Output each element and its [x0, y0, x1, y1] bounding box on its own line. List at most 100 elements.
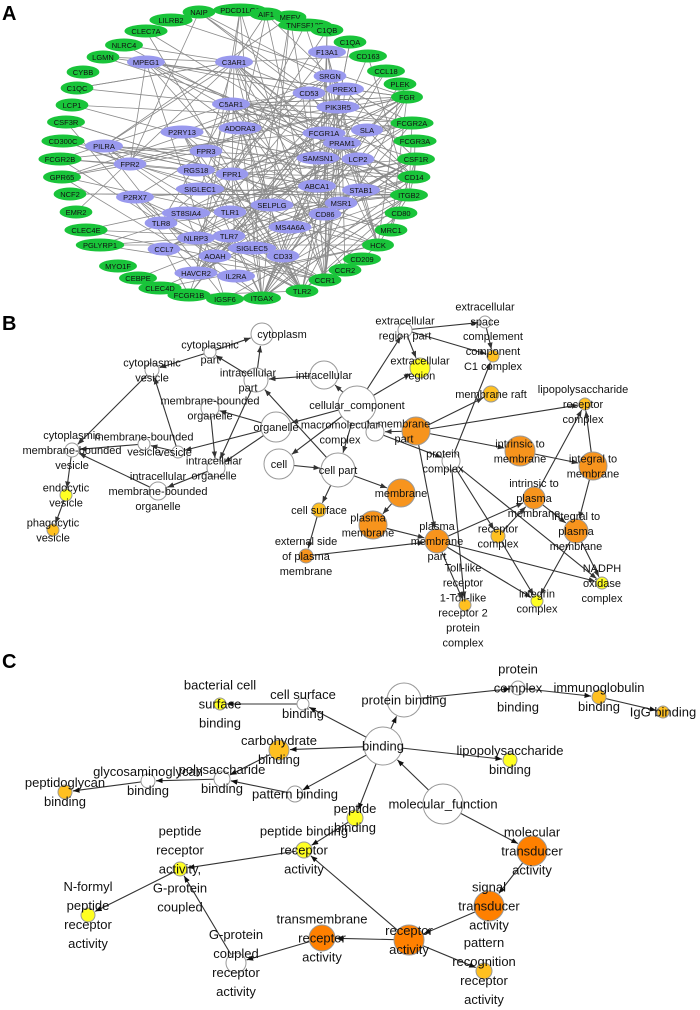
ppi-node[interactable]: P2RX7	[116, 190, 154, 204]
go-term-node[interactable]: cell part	[319, 452, 358, 488]
ppi-node[interactable]: CLEC4E	[64, 223, 108, 237]
ppi-node[interactable]: FCGR2A	[390, 116, 434, 130]
ppi-node[interactable]: MRC1	[374, 223, 408, 237]
ppi-node[interactable]: FPR3	[189, 144, 223, 158]
ppi-node[interactable]: TLR7	[212, 229, 246, 243]
ppi-node[interactable]: FPR1	[215, 167, 249, 181]
ppi-node[interactable]: MPEG1	[127, 55, 165, 69]
go-term-node[interactable]: cell surface	[291, 502, 347, 518]
ppi-node[interactable]: CSF1R	[397, 152, 435, 166]
ppi-node[interactable]: CD14	[397, 170, 431, 184]
ppi-node[interactable]: C1QA	[333, 35, 367, 49]
ppi-node[interactable]: CLEC4D	[138, 281, 182, 295]
ppi-node[interactable]: FCGR1B	[167, 288, 211, 302]
go-term-node[interactable]: cytoplasm	[250, 322, 307, 346]
ppi-node[interactable]: PRAM1	[323, 136, 361, 150]
go-term-node[interactable]: intracellular	[296, 360, 353, 390]
ppi-node[interactable]: CD300C	[41, 134, 85, 148]
go-term-node[interactable]: cellular_component	[309, 385, 405, 425]
ppi-node[interactable]: GPR65	[43, 170, 81, 184]
ppi-node[interactable]: SLA	[351, 123, 383, 137]
ppi-node[interactable]: ST8SIA4	[161, 206, 211, 220]
ppi-node[interactable]: FCGR3A	[393, 134, 437, 148]
ppi-node[interactable]: NCF2	[53, 187, 87, 201]
go-term-node[interactable]: vesicle	[158, 445, 192, 459]
ppi-node[interactable]: CCL7	[147, 242, 181, 256]
ppi-node[interactable]: C5AR1	[212, 97, 250, 111]
ppi-node[interactable]: EMR2	[59, 205, 93, 219]
ppi-node[interactable]: CD86	[308, 207, 342, 221]
ppi-node[interactable]: PIK3R5	[316, 100, 360, 114]
ppi-node[interactable]: SIGLEC5	[227, 241, 277, 255]
ppi-node[interactable]: C1QB	[310, 23, 344, 37]
ppi-node[interactable]: TLR1	[213, 205, 247, 219]
go-term-node[interactable]: molecular_function	[388, 783, 498, 825]
ppi-node[interactable]: LGMN	[86, 50, 120, 64]
go-term-node[interactable]: protein binding	[361, 682, 447, 718]
ppi-node[interactable]: CD163	[349, 49, 387, 63]
ppi-node[interactable]: LCP1	[55, 98, 89, 112]
ppi-node[interactable]: SELPLG	[250, 198, 294, 212]
ppi-node[interactable]: ABCA1	[298, 179, 336, 193]
ppi-node[interactable]: LILRB2	[149, 13, 193, 27]
ppi-node[interactable]: PREX1	[326, 82, 364, 96]
ppi-node[interactable]: IGSF6	[206, 292, 244, 306]
ppi-node[interactable]: NLRP3	[177, 231, 215, 245]
go-term-node[interactable]: pattern binding	[252, 785, 338, 803]
ppi-node[interactable]: SIGLEC1	[175, 182, 225, 196]
ppi-node[interactable]: CD33	[266, 249, 300, 263]
ppi-node[interactable]: PGLYRP1	[75, 238, 125, 252]
go-term-node[interactable]: cell	[263, 448, 295, 480]
ppi-node[interactable]: SAMSN1	[296, 151, 340, 165]
ppi-node[interactable]: FPR2	[113, 157, 147, 171]
go-term-node[interactable]: membrane raft	[455, 385, 527, 403]
ppi-node[interactable]: C3AR1	[215, 55, 253, 69]
ppi-node[interactable]: MYO1F	[99, 259, 137, 273]
ppi-node[interactable]: STAB1	[342, 183, 380, 197]
ppi-node[interactable]: CD80	[384, 206, 418, 220]
go-term-node[interactable]: IgG binding	[630, 705, 697, 720]
ppi-node[interactable]: PLEK	[383, 77, 417, 91]
ppi-node[interactable]: MS4A6A	[268, 220, 312, 234]
ppi-node[interactable]: CLEC7A	[124, 24, 168, 38]
ppi-node[interactable]: CD53	[292, 86, 326, 100]
go-term-node[interactable]: binding	[362, 726, 404, 766]
go-term-node[interactable]: organelle	[253, 411, 299, 443]
ppi-node[interactable]: CSF3R	[47, 115, 85, 129]
ppi-node[interactable]: CD209	[343, 252, 381, 266]
ppi-node[interactable]: CCR2	[328, 263, 362, 277]
ppi-node[interactable]: CYBB	[66, 65, 100, 79]
